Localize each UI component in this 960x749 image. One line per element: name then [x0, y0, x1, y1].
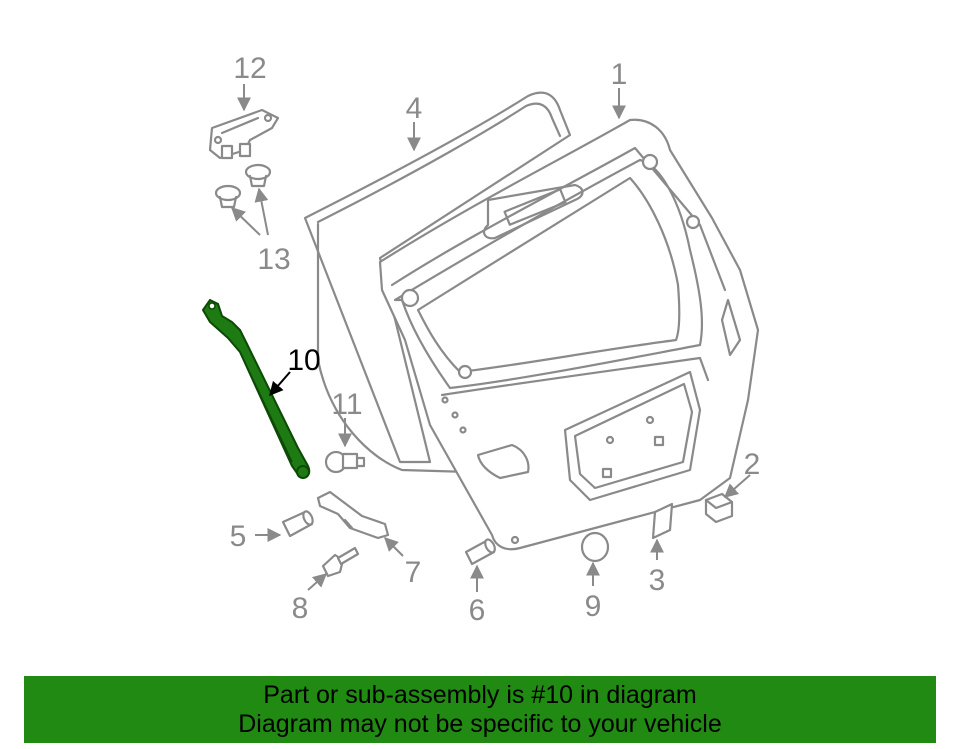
banner-line-1: Part or sub-assembly is #10 in diagram	[263, 680, 697, 709]
bolt-part-8	[321, 546, 360, 578]
callout-12: 12	[233, 52, 266, 85]
nut-part-13-a	[244, 163, 272, 188]
callout-9: 9	[585, 590, 602, 623]
liftgate-part-1	[378, 118, 760, 551]
callout-6: 6	[469, 594, 486, 627]
callout-10: 10	[287, 344, 320, 377]
nut-part-13-b	[214, 184, 242, 209]
weatherstrip-part-4	[303, 91, 572, 474]
cap-part-2	[704, 492, 734, 524]
callout-3: 3	[649, 564, 666, 597]
bumper-part-6	[464, 538, 496, 566]
parts-diagram: 1 2 3 4 5 6 7 8 9 10 11 12 13	[201, 52, 761, 627]
callout-2: 2	[744, 448, 761, 481]
bumper-part-5	[281, 510, 314, 538]
ball-stud-part-11	[324, 450, 366, 474]
callout-13: 13	[257, 243, 290, 276]
hinge-part-12	[208, 108, 280, 160]
info-banner: Part or sub-assembly is #10 in diagram D…	[24, 676, 936, 743]
callout-1: 1	[611, 58, 628, 91]
callout-8: 8	[292, 592, 309, 625]
bracket-part-7	[316, 490, 390, 540]
callout-4: 4	[406, 92, 423, 125]
lift-support-part-10	[201, 298, 311, 479]
label-part-3	[651, 502, 674, 540]
plug-part-9	[580, 531, 610, 563]
callout-5: 5	[230, 520, 247, 553]
callout-11: 11	[331, 388, 362, 421]
callout-7: 7	[405, 556, 422, 589]
banner-line-2: Diagram may not be specific to your vehi…	[238, 709, 722, 738]
